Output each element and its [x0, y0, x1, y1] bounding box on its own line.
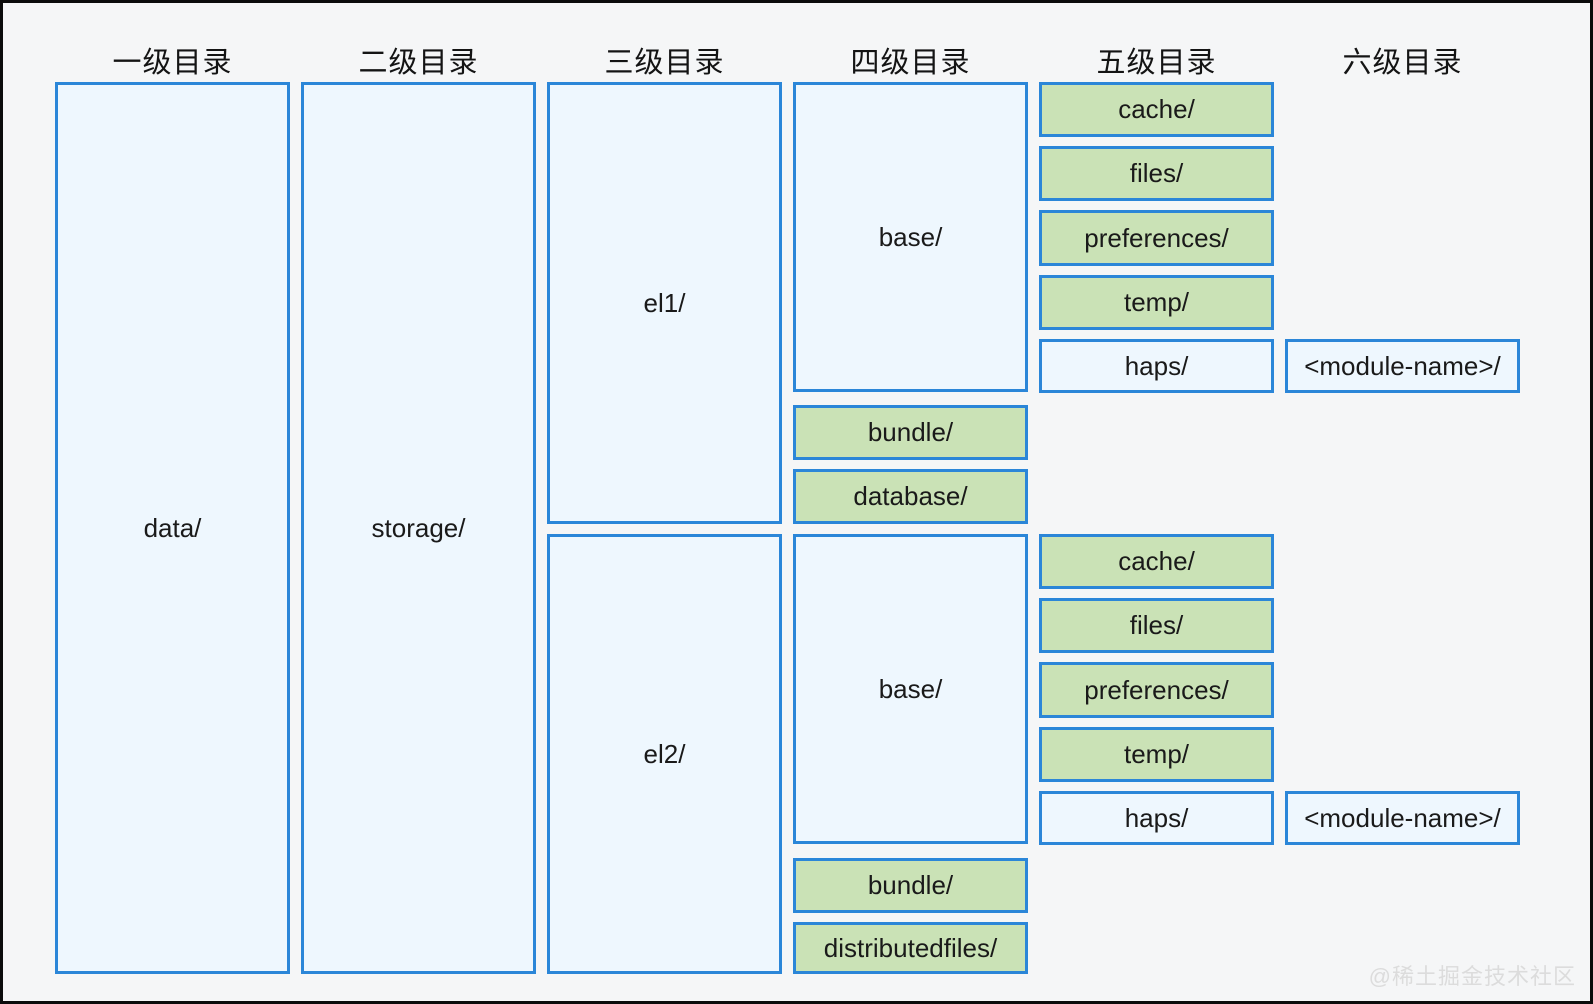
- dir-el2: el2/: [547, 534, 782, 974]
- dir-el2-bundle: bundle/: [793, 858, 1028, 913]
- column-header-level2: 二级目录: [358, 47, 479, 79]
- column-header-level3: 三级目录: [604, 47, 725, 79]
- dir-el2-preferences: preferences/: [1039, 662, 1274, 718]
- dir-el2-temp: temp/: [1039, 727, 1274, 782]
- column-header-level4: 四级目录: [850, 47, 971, 79]
- column-header-level1: 一级目录: [112, 47, 233, 79]
- dir-el1-preferences: preferences/: [1039, 210, 1274, 266]
- dir-el2-files: files/: [1039, 598, 1274, 653]
- dir-el1-base: base/: [793, 82, 1028, 392]
- dir-el1-bundle: bundle/: [793, 405, 1028, 460]
- dir-el1: el1/: [547, 82, 782, 524]
- dir-storage: storage/: [301, 82, 536, 974]
- dir-el1-files: files/: [1039, 146, 1274, 201]
- watermark-text: @稀土掘金技术社区: [1368, 964, 1576, 989]
- dir-el2-haps: haps/: [1039, 791, 1274, 845]
- dir-el1-module-name: <module-name>/: [1285, 339, 1520, 393]
- dir-el2-distributedfiles: distributedfiles/: [793, 922, 1028, 974]
- dir-el1-cache: cache/: [1039, 82, 1274, 137]
- dir-el2-cache: cache/: [1039, 534, 1274, 589]
- dir-el1-haps: haps/: [1039, 339, 1274, 393]
- dir-data: data/: [55, 82, 290, 974]
- dir-el1-database: database/: [793, 469, 1028, 524]
- column-header-level5: 五级目录: [1096, 47, 1217, 79]
- dir-el2-module-name: <module-name>/: [1285, 791, 1520, 845]
- dir-el1-temp: temp/: [1039, 275, 1274, 330]
- dir-el2-base: base/: [793, 534, 1028, 844]
- column-header-level6: 六级目录: [1342, 47, 1463, 79]
